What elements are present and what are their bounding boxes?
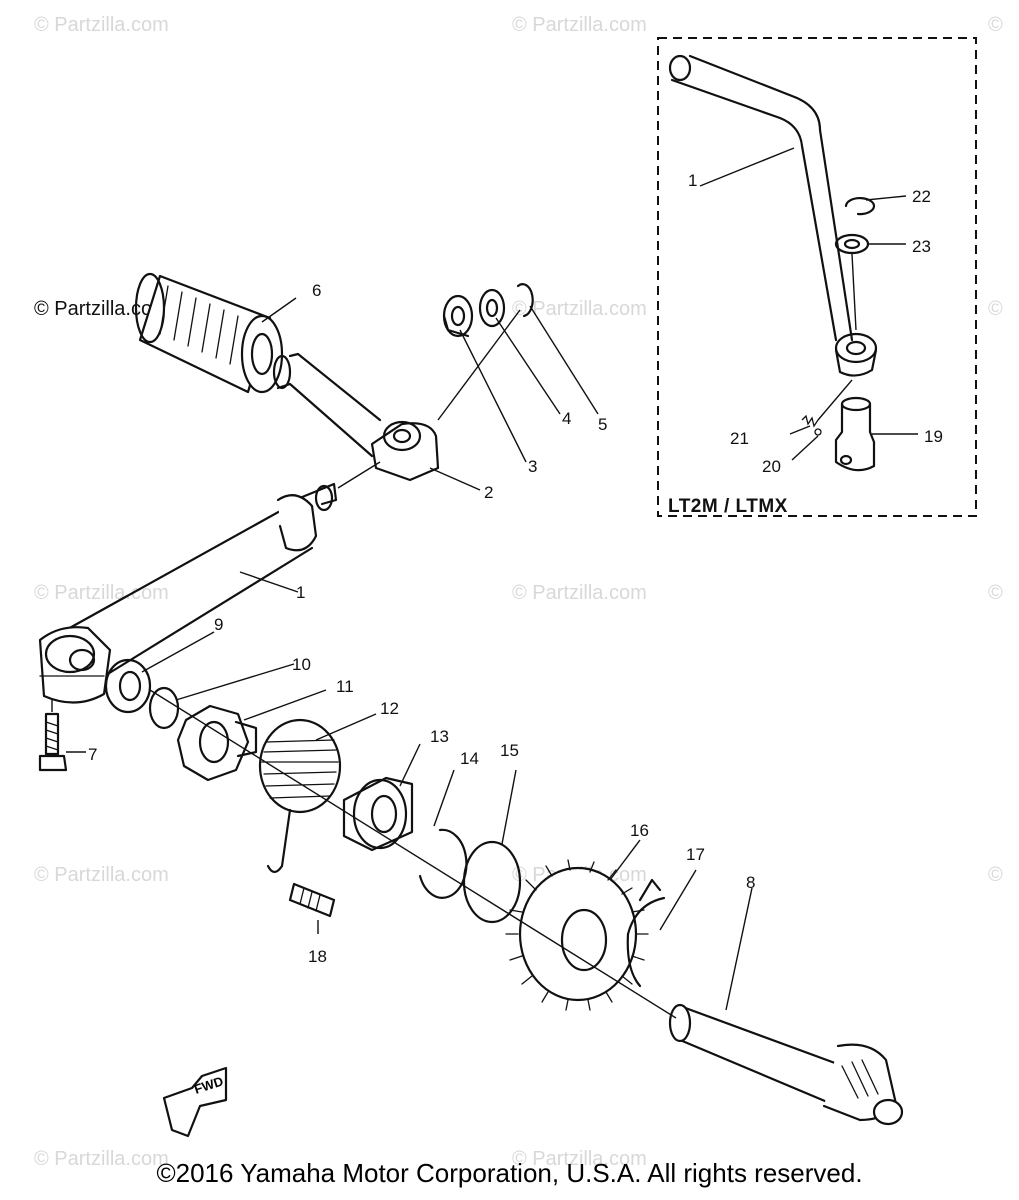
inset-washer xyxy=(834,233,870,255)
kick-gear xyxy=(505,859,649,1011)
callout-16: 16 xyxy=(630,821,649,840)
inset-circlip xyxy=(844,196,876,216)
torsion-spring xyxy=(258,718,342,874)
main-axis-line xyxy=(149,689,677,1019)
ratchet-gear xyxy=(176,704,258,782)
watermark: © xyxy=(988,14,1003,36)
watermark: © Partzilla.com xyxy=(34,1148,169,1170)
inset-ball xyxy=(814,428,822,436)
inset-spring xyxy=(801,414,819,428)
spring-guide xyxy=(342,776,414,852)
watermark: © Partzilla.com xyxy=(512,298,647,320)
callout-3: 3 xyxy=(528,457,537,476)
watermark: © Partzilla.com xyxy=(34,864,169,886)
callout-1: 1 xyxy=(296,583,305,602)
inset-callout-22: 22 xyxy=(912,187,931,206)
shaft-axis-line xyxy=(337,461,381,489)
variant-inset-box xyxy=(657,37,977,517)
inset-axis-line xyxy=(851,253,857,331)
watermark: © xyxy=(988,864,1003,886)
watermark: © xyxy=(988,582,1003,604)
retaining-clip xyxy=(626,878,666,988)
inset-callout-23: 23 xyxy=(912,237,931,256)
callout-12: 12 xyxy=(380,699,399,718)
callout-6: 6 xyxy=(312,281,321,300)
inset-callout-19: 19 xyxy=(924,427,943,446)
watermark: © xyxy=(988,298,1003,320)
lever-boss xyxy=(370,420,440,482)
kick-arm xyxy=(38,482,338,704)
inset-callout-1: 1 xyxy=(688,171,697,190)
callout-18: 18 xyxy=(308,947,327,966)
copyright-notice: ©2016 Yamaha Motor Corporation, U.S.A. A… xyxy=(156,1158,863,1188)
grip-rubber xyxy=(134,272,284,394)
callout-11: 11 xyxy=(336,677,354,696)
thrust-washer xyxy=(462,840,522,924)
nut xyxy=(442,294,474,338)
washer xyxy=(478,288,506,328)
inset-shaft-boss xyxy=(834,396,876,472)
callout-4: 4 xyxy=(562,409,571,428)
circlip xyxy=(516,283,534,318)
callout-7: 7 xyxy=(88,745,97,764)
inset-kick-crank xyxy=(668,54,878,377)
watermark: © Partzilla.com xyxy=(34,582,169,604)
callout-14: 14 xyxy=(460,749,479,768)
callout-15: 15 xyxy=(500,741,519,760)
fwd-arrow-icon xyxy=(162,1066,228,1138)
kick-lever-tube xyxy=(272,352,382,458)
watermark: © Partzilla.com xyxy=(512,1148,647,1170)
watermark: © Partzilla.com xyxy=(512,582,647,604)
ring xyxy=(148,686,180,730)
callout-17: 17 xyxy=(686,845,705,864)
watermark: © Partzilla.com xyxy=(512,14,647,36)
inset-callout-21: 21 xyxy=(730,429,749,448)
bushing xyxy=(104,658,152,714)
callout-8: 8 xyxy=(746,873,755,892)
callout-5: 5 xyxy=(598,415,607,434)
circlip-large xyxy=(418,828,468,899)
spring-pin xyxy=(288,882,336,918)
watermark: © Partzilla.com xyxy=(34,14,169,36)
variant-label: LT2M / LTMX xyxy=(668,496,788,517)
callout-2: 2 xyxy=(484,483,493,502)
callout-9: 9 xyxy=(214,615,223,634)
callout-13: 13 xyxy=(430,727,449,746)
kick-shaft xyxy=(668,1003,904,1126)
inset-callout-20: 20 xyxy=(762,457,781,476)
callout-10: 10 xyxy=(292,655,311,674)
callout-leaders xyxy=(66,147,918,1011)
pinch-bolt xyxy=(38,712,68,772)
